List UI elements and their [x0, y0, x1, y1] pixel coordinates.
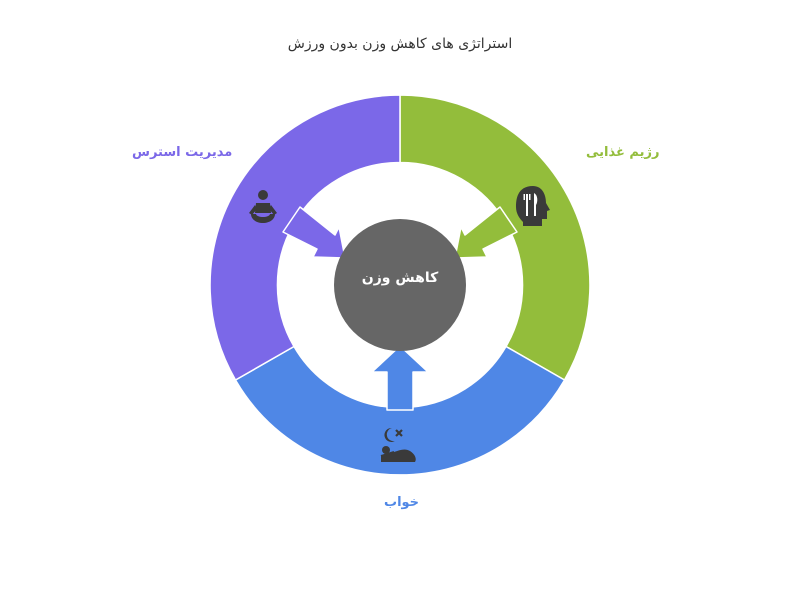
stress-segment [209, 94, 401, 382]
diet-label: رژیم غذایی [586, 145, 660, 160]
sleep-moon-icon [380, 427, 416, 462]
stress-arrow [282, 206, 346, 259]
diagram-title: استراتژی های کاهش وزن بدون ورزش [287, 36, 513, 52]
diet-arrow [454, 206, 518, 259]
center-circle [334, 219, 466, 351]
diet-segment [399, 94, 591, 382]
sleep-arrow [371, 345, 429, 411]
sleep-label: خواب [384, 495, 420, 510]
head-fork-knife-icon [516, 186, 550, 226]
center-label: کاهش وزن [361, 270, 439, 286]
stress-label: مدیریت استرس [132, 145, 233, 160]
meditation-icon [249, 190, 277, 223]
